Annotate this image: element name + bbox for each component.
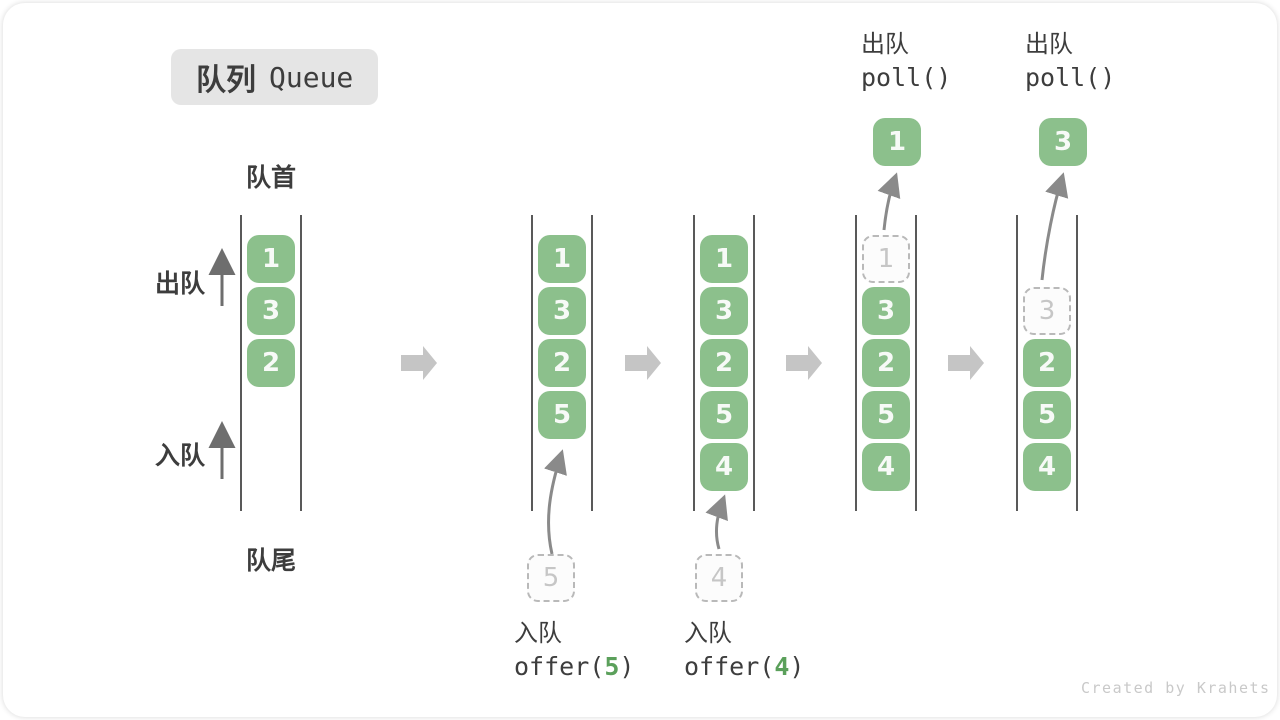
queue-item: 4 <box>1023 443 1071 491</box>
queue-item: 2 <box>538 339 586 387</box>
queue-item: 2 <box>1023 339 1071 387</box>
queue-rear-label: 队尾 <box>245 546 296 575</box>
queue-front-label: 队首 <box>245 163 296 192</box>
op-close: ) <box>619 652 635 681</box>
queue-channel-line <box>753 215 755 511</box>
op-fn: offer( <box>514 652 605 681</box>
queue-item: 4 <box>862 443 910 491</box>
op-arg: 4 <box>774 652 790 681</box>
queue-item: 3 <box>862 287 910 335</box>
watermark: Created by Krahets <box>1081 679 1271 697</box>
dequeued-item: 1 <box>873 118 921 166</box>
incoming-item-ghost: 4 <box>695 554 743 602</box>
queue-item-ghost: 1 <box>862 235 910 283</box>
queue-item: 1 <box>538 235 586 283</box>
op-caption-offer-4: 入队 offer(4) <box>684 621 804 679</box>
queue-item: 1 <box>247 235 295 283</box>
op-caption-poll-3: 出队 poll() <box>1025 32 1115 90</box>
title-en: Queue <box>269 60 354 94</box>
op-fn: poll() <box>1025 63 1116 92</box>
queue-item: 3 <box>247 287 295 335</box>
queue-item-ghost: 3 <box>1023 287 1071 335</box>
op-arg: 5 <box>604 652 620 681</box>
op-code-poll-3: poll() <box>1025 63 1115 92</box>
op-fn: offer( <box>684 652 775 681</box>
op-zh-poll-3: 出队 <box>1025 30 1073 58</box>
queue-item: 4 <box>700 443 748 491</box>
op-code-offer-4: offer(4) <box>684 652 804 681</box>
queue-channel-line <box>240 215 242 511</box>
queue-channel-line <box>1016 215 1018 511</box>
queue-item: 5 <box>538 391 586 439</box>
op-zh-offer-4: 入队 <box>684 619 732 647</box>
op-close: ) <box>789 652 805 681</box>
queue-channel-line <box>531 215 533 511</box>
op-zh-poll-1: 出队 <box>861 30 909 58</box>
op-code-poll-1: poll() <box>861 63 951 92</box>
dequeued-item: 3 <box>1039 118 1087 166</box>
queue-channel-line <box>1076 215 1078 511</box>
queue-channel-line <box>591 215 593 511</box>
queue-item: 5 <box>1023 391 1071 439</box>
op-fn: poll() <box>861 63 952 92</box>
queue-item: 2 <box>700 339 748 387</box>
enqueue-side-label: 入队 <box>155 441 206 470</box>
op-caption-offer-5: 入队 offer(5) <box>514 621 634 679</box>
incoming-item-ghost: 5 <box>527 554 575 602</box>
queue-item: 3 <box>700 287 748 335</box>
queue-item: 3 <box>538 287 586 335</box>
queue-item: 5 <box>862 391 910 439</box>
title-zh: 队列 <box>196 63 256 98</box>
queue-item: 1 <box>700 235 748 283</box>
queue-item: 2 <box>247 339 295 387</box>
queue-channel-line <box>300 215 302 511</box>
queue-item: 2 <box>862 339 910 387</box>
queue-channel-line <box>915 215 917 511</box>
dequeue-side-label: 出队 <box>155 269 206 298</box>
queue-channel-line <box>855 215 857 511</box>
op-zh-offer-5: 入队 <box>514 619 562 647</box>
title-badge: 队列 Queue <box>171 49 379 105</box>
queue-item: 5 <box>700 391 748 439</box>
op-code-offer-5: offer(5) <box>514 652 634 681</box>
op-caption-poll-1: 出队 poll() <box>861 32 951 90</box>
queue-channel-line <box>693 215 695 511</box>
